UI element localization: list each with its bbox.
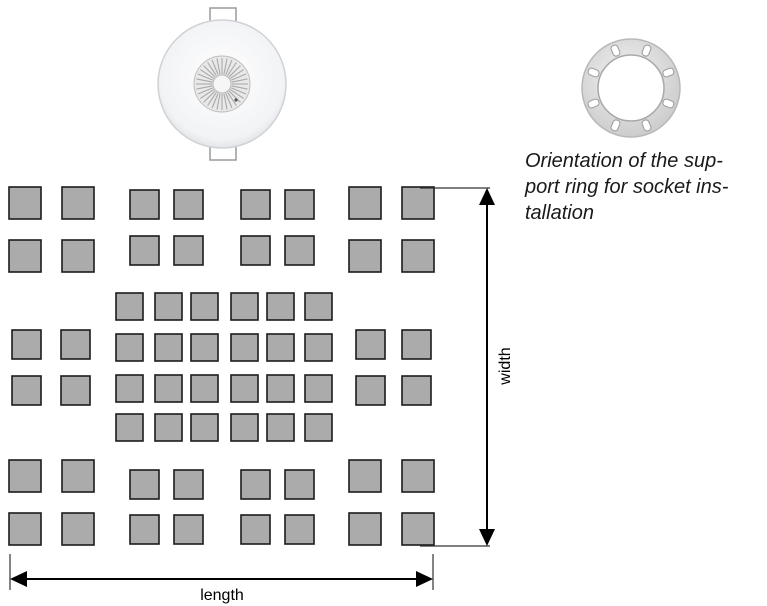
grid-square [348,512,382,546]
caption-line-2: port ring for socket ins- [525,176,729,198]
caption-line-1: Orientation of the sup- [525,150,723,172]
grid-square [173,469,204,500]
grid-square [11,375,42,406]
grid-square [284,514,315,545]
grid-square [304,413,333,442]
ring-slot [662,67,675,78]
grid-square [61,186,95,220]
grid-square [61,239,95,273]
grid-square [154,292,183,321]
sensor-lens-icon [193,55,251,113]
grid-square [355,329,386,360]
grid-square [115,374,144,403]
grid-square [284,469,315,500]
grid-square [190,333,219,362]
grid-square [190,292,219,321]
caption-line-3: tallation [525,202,594,224]
ring-slot [641,44,652,57]
grid-square [230,333,259,362]
grid-square [304,292,333,321]
grid-square [129,469,160,500]
grid-square [304,333,333,362]
grid-square [115,292,144,321]
grid-square [348,186,382,220]
grid-square [348,239,382,273]
ring-slot [587,98,600,109]
support-ring-icon [581,38,681,138]
grid-square [60,375,91,406]
grid-square [173,514,204,545]
grid-square [8,512,42,546]
detector-icon [157,7,287,161]
grid-square [173,235,204,266]
grid-square [11,329,42,360]
grid-square [266,333,295,362]
grid-square [401,512,435,546]
grid-square [154,374,183,403]
grid-square [129,514,160,545]
grid-square [401,239,435,273]
grid-square [115,413,144,442]
grid-square [61,512,95,546]
grid-square [401,329,432,360]
grid-square [240,235,271,266]
grid-square [355,375,386,406]
ring-slot [641,119,652,132]
width-label: width [497,347,514,385]
grid-square [240,189,271,220]
grid-square [230,413,259,442]
grid-square [401,375,432,406]
grid-square [266,413,295,442]
orientation-caption: Orientation of the sup- port ring for so… [525,148,763,226]
grid-square [401,186,435,220]
grid-square [61,459,95,493]
grid-square [284,235,315,266]
grid-square [8,459,42,493]
grid-square [154,333,183,362]
grid-square [230,292,259,321]
grid-square [115,333,144,362]
grid-square [8,186,42,220]
grid-square [230,374,259,403]
grid-square [154,413,183,442]
sensor-grid [8,186,435,546]
grid-square [240,469,271,500]
grid-square [266,292,295,321]
grid-square [348,459,382,493]
grid-square [190,374,219,403]
grid-square [401,459,435,493]
ring-slot [610,44,621,57]
grid-square [240,514,271,545]
grid-square [173,189,204,220]
grid-square [284,189,315,220]
length-label: length [200,587,244,604]
grid-square [266,374,295,403]
ring-slot [662,98,675,109]
width-dimension: width [420,187,514,547]
length-dimension: length [9,554,434,604]
grid-square [129,235,160,266]
grid-square [190,413,219,442]
grid-square [129,189,160,220]
grid-square [60,329,91,360]
grid-square [8,239,42,273]
ring-slot [610,119,621,132]
grid-square [304,374,333,403]
ring-slot [587,67,600,78]
